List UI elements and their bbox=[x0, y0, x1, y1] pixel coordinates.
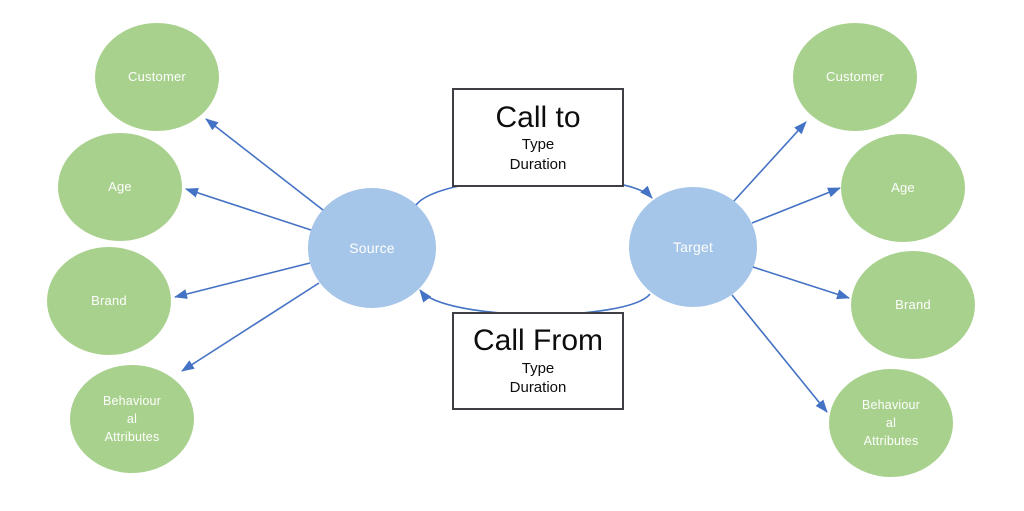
call-from-relationship-box: Call From Type Duration bbox=[452, 312, 624, 410]
node-label: Brand bbox=[895, 296, 931, 312]
node-label: Customer bbox=[128, 68, 186, 84]
edge-target-customer bbox=[733, 121, 807, 202]
source-node: Source bbox=[308, 188, 436, 308]
edge-target-behavioural bbox=[731, 294, 828, 413]
node-label: Behaviour al Attributes bbox=[861, 397, 921, 449]
edge-target-age bbox=[751, 187, 841, 224]
node-label: Brand bbox=[91, 292, 127, 308]
edge-call-from-connector bbox=[419, 289, 651, 316]
relationship-attr-type: Type bbox=[521, 359, 555, 377]
target-node: Target bbox=[629, 187, 757, 307]
attribute-node-brand-left: Brand bbox=[47, 247, 171, 355]
attribute-node-age-right: Age bbox=[841, 134, 965, 242]
node-label: Target bbox=[672, 238, 714, 255]
relationship-attr-duration: Duration bbox=[509, 379, 567, 397]
relationship-title: Call From bbox=[472, 324, 603, 358]
attribute-node-behavioural-left: Behaviour al Attributes bbox=[70, 365, 194, 473]
edge-target-brand bbox=[752, 266, 850, 300]
relationship-title: Call to bbox=[495, 100, 581, 134]
node-label: Customer bbox=[826, 68, 884, 84]
edge-source-age bbox=[185, 187, 312, 231]
edge-source-brand bbox=[174, 262, 311, 299]
edge-source-behavioural bbox=[181, 282, 320, 372]
node-label: Behaviour al Attributes bbox=[102, 393, 162, 445]
relationship-attr-duration: Duration bbox=[509, 155, 567, 173]
edge-source-customer bbox=[205, 118, 324, 211]
relationship-attr-type: Type bbox=[521, 136, 555, 154]
node-label: Age bbox=[108, 178, 132, 194]
node-label: Age bbox=[891, 179, 915, 195]
attribute-node-age-left: Age bbox=[58, 133, 182, 241]
attribute-node-behavioural-right: Behaviour al Attributes bbox=[829, 369, 953, 477]
node-label: Source bbox=[349, 239, 395, 256]
attribute-node-customer-right: Customer bbox=[793, 23, 917, 131]
attribute-node-brand-right: Brand bbox=[851, 251, 975, 359]
call-to-relationship-box: Call to Type Duration bbox=[452, 88, 624, 187]
attribute-node-customer-left: Customer bbox=[95, 23, 219, 131]
